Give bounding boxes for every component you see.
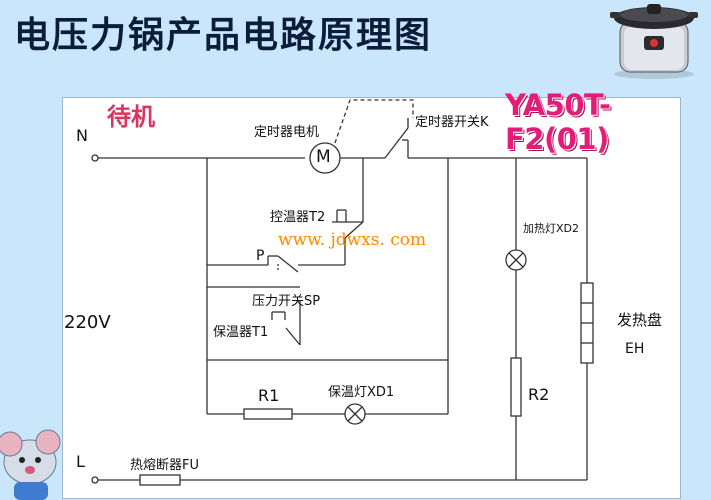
model-number: YA50T-F2(01) [505, 88, 611, 156]
pressure-cooker-image [610, 4, 698, 79]
resistor-r2 [510, 357, 522, 417]
mascot-mouse-image [0, 429, 61, 500]
slide-title: 电压力锅产品电路原理图 [14, 15, 433, 56]
heat-lamp-label: 加热灯XD2 [523, 222, 580, 235]
terminal-l-label: L [76, 452, 85, 471]
r1-label: R1 [258, 386, 280, 405]
watermark: www. jdwxs. com [278, 230, 427, 250]
timer-motor-label: 定时器电机 [254, 125, 320, 140]
p-label: P [256, 248, 265, 264]
keep-warm-thermostat-label: 保温器T1 [213, 325, 269, 340]
heater-code-label: EH [625, 341, 645, 357]
terminal-n-label: N [76, 126, 88, 145]
diagram-panel [62, 97, 681, 499]
status-label: 待机 [107, 103, 155, 131]
warm-lamp-label: 保温灯XD1 [328, 385, 395, 400]
pressure-switch-label: 压力开关SP [252, 294, 321, 309]
terminal-n [91, 154, 99, 162]
motor-symbol-label: M [316, 147, 331, 167]
thermal-fuse-fu [139, 474, 181, 486]
timer-switch-label: 定时器开关K [415, 115, 489, 130]
terminal-l [91, 476, 99, 484]
r2-label: R2 [528, 385, 550, 404]
heater-label: 发热盘 [617, 311, 663, 329]
fuse-label: 热熔断器FU [130, 458, 199, 473]
voltage-label: 220V [64, 312, 111, 333]
resistor-r1 [243, 408, 293, 420]
thermostat-t2-label: 控温器T2 [270, 210, 326, 225]
